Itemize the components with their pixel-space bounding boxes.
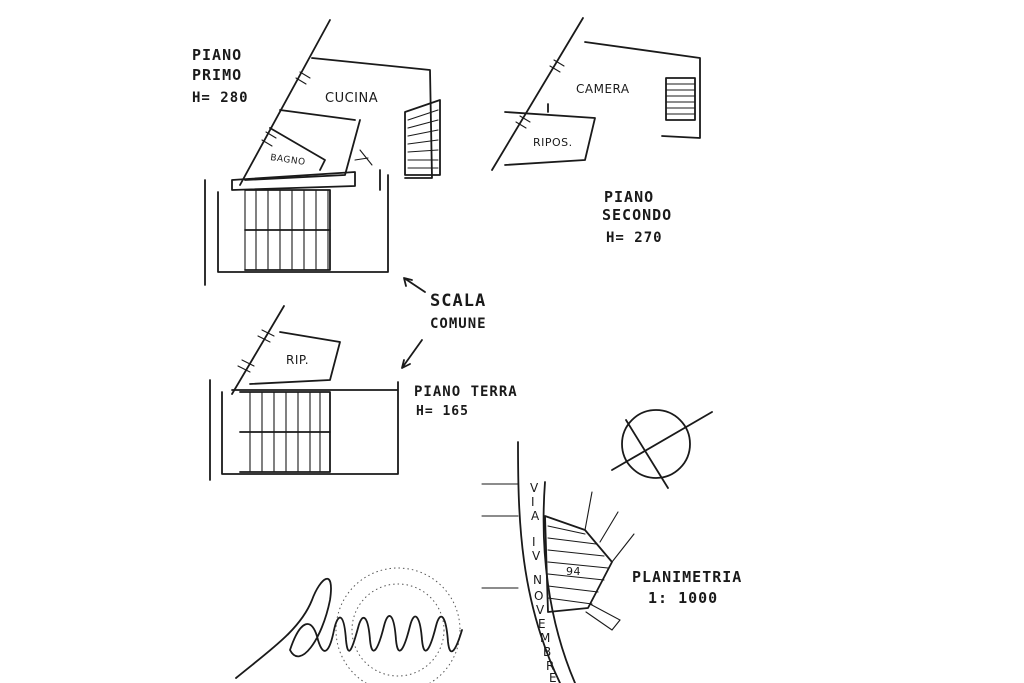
street-letter: E — [538, 617, 546, 631]
second-floor-bedroom-label: CAMERA — [576, 82, 630, 96]
ground-floor-plan: RIP. PIANO TERRA H= 165 — [209, 305, 518, 481]
street-letter: R — [546, 659, 555, 673]
ground-floor-common-stair — [209, 379, 399, 481]
second-floor-windows — [515, 59, 565, 129]
street-letter: B — [543, 645, 552, 659]
second-floor-height: H= 270 — [606, 230, 663, 246]
street-letter: V — [532, 549, 541, 563]
signature — [235, 577, 463, 679]
site-plan-lot-lines — [481, 483, 519, 589]
staircase-arrow-up — [403, 277, 426, 293]
street-edge-left — [517, 441, 561, 683]
staircase-label-line1: SCALA — [430, 291, 486, 311]
second-floor-storage-label: RIPOS. — [533, 136, 573, 149]
north-arrow-icon — [611, 409, 713, 489]
street-letter: N — [533, 573, 542, 587]
official-stamp — [335, 567, 461, 683]
staircase-label-line2: COMUNE — [430, 316, 487, 332]
site-plan: 94 V I A I V N O V E M B R E PLANIMETRIA… — [481, 441, 742, 683]
staircase-arrow-down — [401, 339, 423, 369]
first-floor-landing — [231, 171, 356, 191]
first-floor-windows — [261, 71, 311, 147]
first-floor-bath-label: BAGNO — [270, 153, 307, 168]
site-plan-parcel-number: 94 — [566, 565, 581, 578]
first-floor-title-line1: PIANO — [192, 46, 242, 64]
second-floor-walls — [491, 17, 701, 171]
street-letter: I — [532, 535, 536, 549]
street-letter: E — [549, 671, 557, 683]
ground-floor-title: PIANO TERRA — [414, 384, 518, 400]
site-plan-title: PLANIMETRIA — [632, 568, 742, 586]
street-edge-right — [542, 481, 576, 683]
second-floor-title-line1: PIANO — [604, 188, 654, 206]
ground-floor-storage-label: RIP. — [286, 353, 309, 367]
street-letter: A — [531, 509, 540, 523]
site-plan-parcel — [544, 491, 635, 631]
first-floor-walls — [239, 19, 433, 186]
second-floor-plan: CAMERA RIPOS. PIANO SECONDO H= 270 — [491, 17, 701, 246]
second-floor-title-line2: SECONDO — [602, 206, 672, 224]
street-letter: V — [530, 481, 539, 495]
first-floor-door-marks — [354, 149, 373, 166]
street-letter: M — [540, 631, 551, 645]
street-letter: V — [536, 603, 545, 617]
ground-floor-height: H= 165 — [416, 404, 469, 419]
first-floor-title-line2: PRIMO — [192, 66, 242, 84]
ground-floor-windows — [237, 329, 275, 373]
site-plan-scale: 1: 1000 — [648, 589, 718, 607]
first-floor-kitchen-label: CUCINA — [325, 91, 378, 106]
second-floor-internal-stair — [665, 77, 696, 121]
first-floor-plan: PIANO PRIMO H= 280 CUCINA BAGNO — [192, 19, 441, 286]
common-staircase-note: SCALA COMUNE — [401, 277, 487, 369]
ground-floor-walls — [231, 305, 341, 395]
first-floor-common-stair — [204, 169, 389, 286]
street-letter: I — [531, 495, 535, 509]
first-floor-height: H= 280 — [192, 90, 249, 106]
street-name-vertical: V I A I V N O V E M B R E — [530, 481, 557, 683]
first-floor-internal-stair — [404, 99, 441, 176]
street-letter: O — [534, 589, 544, 603]
